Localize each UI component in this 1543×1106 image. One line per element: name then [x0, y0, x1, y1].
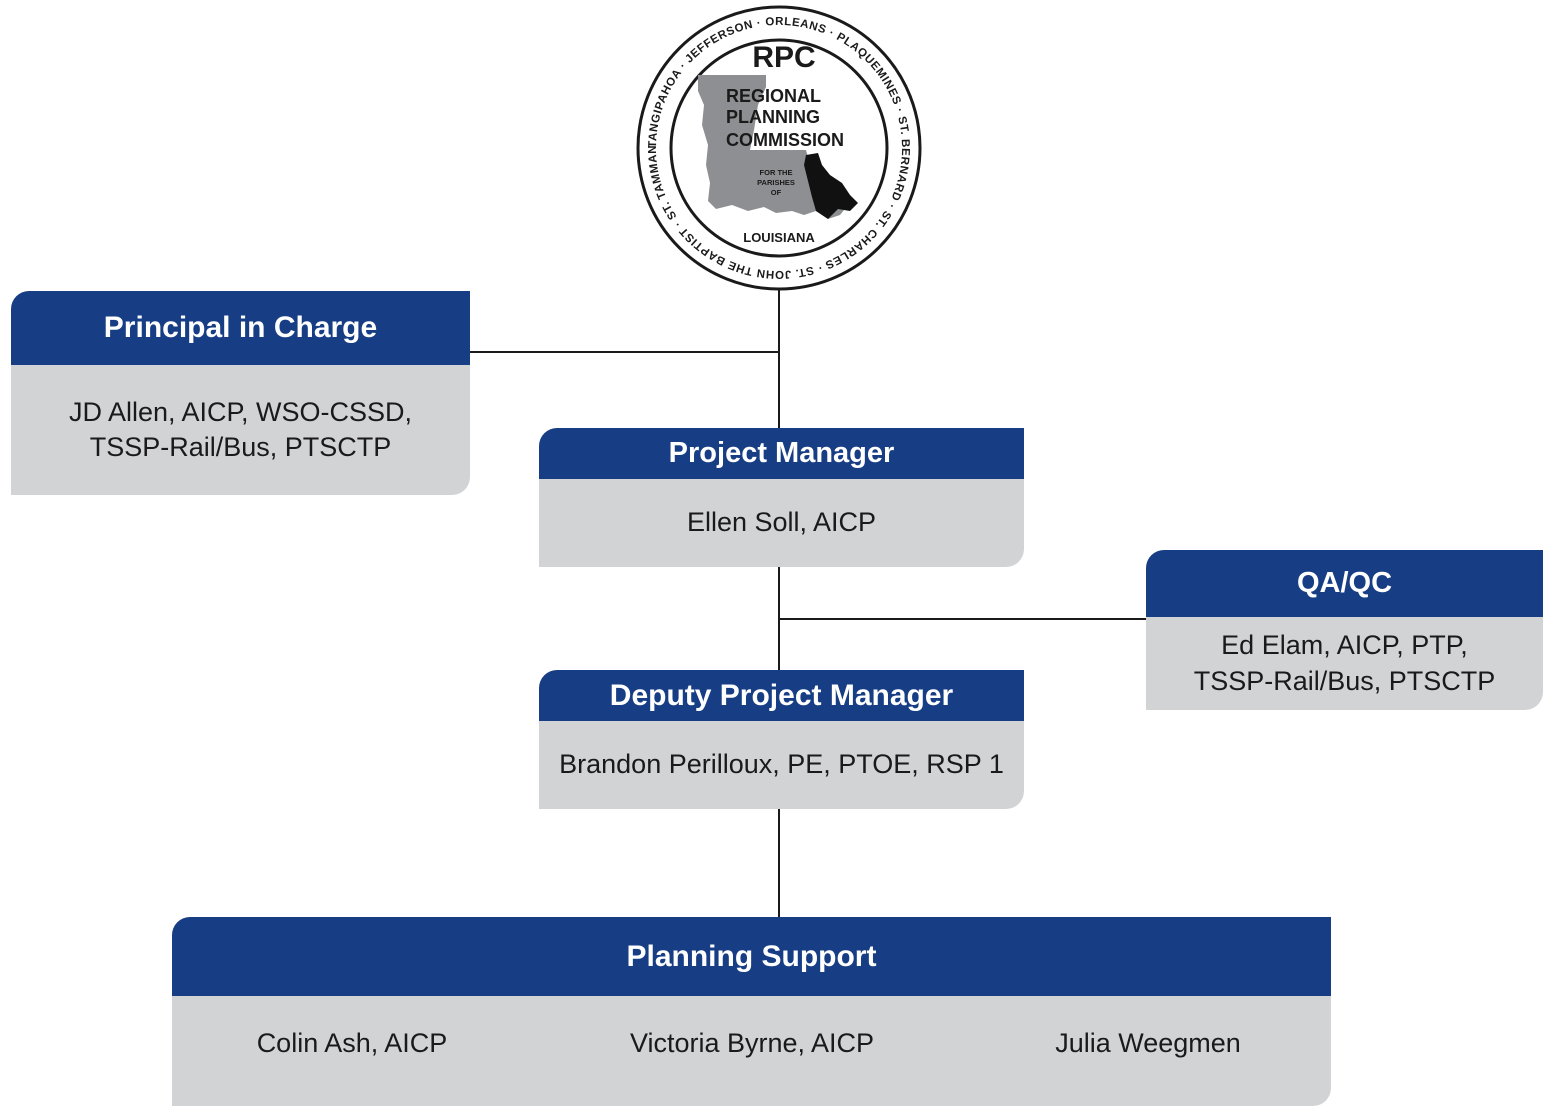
planning-support-box: Planning Support Colin Ash, AICP Victori…	[172, 917, 1331, 1106]
deputy-project-manager-title: Deputy Project Manager	[539, 670, 1024, 721]
seal-name-line2: PLANNING	[726, 107, 820, 127]
qa-qc-title: QA/QC	[1146, 550, 1543, 617]
planning-support-member: Julia Weegmen	[1055, 1027, 1241, 1058]
planning-support-title: Planning Support	[172, 917, 1331, 996]
planning-support-body: Colin Ash, AICP Victoria Byrne, AICP Jul…	[172, 996, 1331, 1106]
deputy-project-manager-box: Deputy Project Manager Brandon Perilloux…	[539, 670, 1024, 809]
seal-acronym: RPC	[752, 41, 815, 74]
seal-sub-line2: PARISHES	[757, 178, 795, 187]
parishes-region-icon	[804, 153, 858, 219]
principal-in-charge-name: JD Allen, AICP, WSO-CSSD, TSSP-Rail/Bus,…	[68, 396, 413, 462]
deputy-project-manager-body: Brandon Perilloux, PE, PTOE, RSP 1	[539, 721, 1024, 809]
project-manager-title: Project Manager	[539, 428, 1024, 479]
qa-qc-name: Ed Elam, AICP, PTP, TSSP-Rail/Bus, PTSCT…	[1193, 630, 1496, 696]
seal-state: LOUISIANA	[743, 230, 815, 245]
rpc-seal-logo: TANGIPAHOA · JEFFERSON · ORLEANS · PLAQU…	[636, 5, 922, 291]
seal-name-line1: REGIONAL	[726, 86, 821, 106]
project-manager-body: Ellen Soll, AICP	[539, 479, 1024, 567]
project-manager-box: Project Manager Ellen Soll, AICP	[539, 428, 1024, 567]
deputy-project-manager-name: Brandon Perilloux, PE, PTOE, RSP 1	[559, 749, 1004, 780]
project-manager-name: Ellen Soll, AICP	[686, 507, 877, 538]
principal-in-charge-body: JD Allen, AICP, WSO-CSSD, TSSP-Rail/Bus,…	[11, 365, 470, 495]
principal-in-charge-box: Principal in Charge JD Allen, AICP, WSO-…	[11, 291, 470, 495]
qa-qc-body: Ed Elam, AICP, PTP, TSSP-Rail/Bus, PTSCT…	[1146, 617, 1543, 710]
seal-name-line3: COMMISSION	[726, 130, 844, 150]
planning-support-member: Victoria Byrne, AICP	[629, 1027, 875, 1058]
seal-sub-line1: FOR THE	[760, 168, 793, 177]
planning-support-member: Colin Ash, AICP	[256, 1027, 448, 1058]
principal-in-charge-title: Principal in Charge	[11, 291, 470, 365]
qa-qc-box: QA/QC Ed Elam, AICP, PTP, TSSP-Rail/Bus,…	[1146, 550, 1543, 710]
seal-sub-line3: OF	[771, 188, 782, 197]
